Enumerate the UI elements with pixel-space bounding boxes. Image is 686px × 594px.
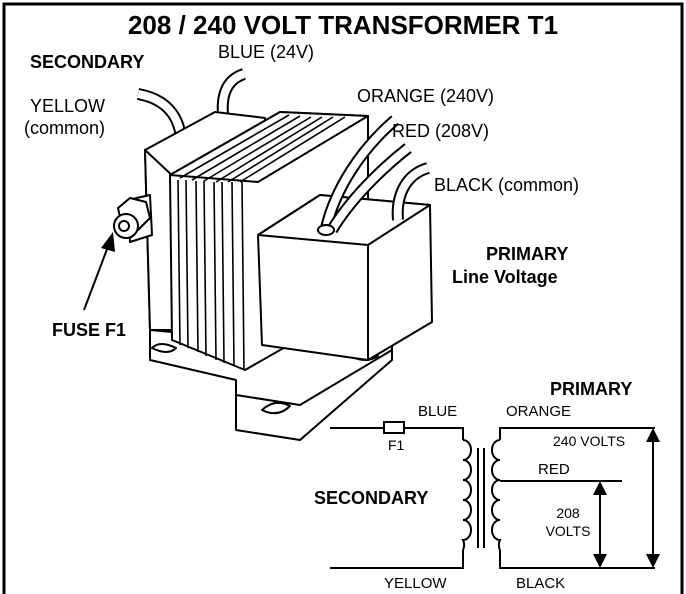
fuse-ref-label: F1 [388,437,405,453]
lead-red-label: RED (208V) [392,121,489,141]
wire-yellow [330,550,464,569]
lead-blue-label: BLUE (24V) [218,42,314,62]
volts-208-unit: VOLTS [546,523,591,539]
arrow-208-head-top [593,481,607,495]
volts-240-label: 240 VOLTS [553,433,625,449]
wire-orange [499,427,655,440]
primary-line-voltage-label: Line Voltage [452,267,558,287]
lead-orange-label: ORANGE (240V) [357,86,494,106]
arrow-240-head-bottom [646,554,660,568]
lead-yellow-label: YELLOW [30,96,105,116]
lead-yellow-note: (common) [24,118,105,138]
illustration-secondary-label: SECONDARY [30,52,144,72]
core-laminations [177,114,346,371]
arrow-240-head-top [646,428,660,442]
wire-black [499,550,655,569]
fuse-symbol [383,421,405,434]
base-slot-front [261,401,291,415]
secondary-winding [461,439,472,551]
lead-grommet [317,224,335,236]
arrow-208-head-bottom [593,554,607,568]
fuse-cap [113,213,139,239]
transformer-illustration [113,68,433,441]
primary-winding [491,439,502,551]
wire-blue-label: BLUE [418,403,457,420]
fuse-label: FUSE F1 [52,320,126,340]
schematic-secondary-title: SECONDARY [314,488,428,508]
wire-yellow-label: YELLOW [384,575,447,592]
base-slot-left [151,343,177,353]
fuse-pointer-line [83,243,110,311]
lead-black-label: BLACK (common) [434,175,579,195]
fuse-pointer-arrowhead [101,232,115,252]
schematic [330,421,655,569]
primary-label: PRIMARY [486,244,568,264]
base-plate-edge [235,349,393,406]
schematic-primary-title: PRIMARY [550,379,632,399]
fuse-cap-center [118,220,130,232]
wire-orange-label: ORANGE [506,403,571,420]
wire-black-label: BLACK [516,575,565,592]
wire-red-label: RED [538,461,570,478]
volts-208-value: 208 [556,505,580,521]
wire-blue [330,427,464,440]
diagram-title: 208 / 240 VOLT TRANSFORMER T1 [128,10,558,40]
